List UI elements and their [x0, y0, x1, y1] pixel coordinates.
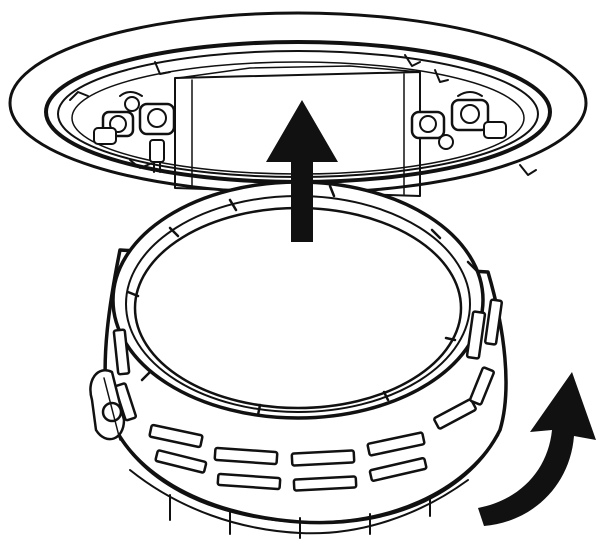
arrow-up-icon — [266, 100, 338, 242]
detector-side-latch — [89, 369, 126, 441]
left-wiring-terminal — [93, 91, 176, 173]
right-wiring-terminal — [410, 91, 507, 150]
detector-cap-ribs — [169, 494, 431, 539]
ceiling-mounting-plate — [8, 11, 588, 197]
base-center-recess — [174, 65, 421, 197]
detector-vent-slots — [112, 298, 503, 492]
smoke-detector-head — [89, 180, 508, 539]
base-rim-tabs — [69, 54, 537, 176]
curved-arrow-clockwise-icon — [478, 372, 596, 526]
detector-top-ring-notches — [126, 184, 478, 417]
